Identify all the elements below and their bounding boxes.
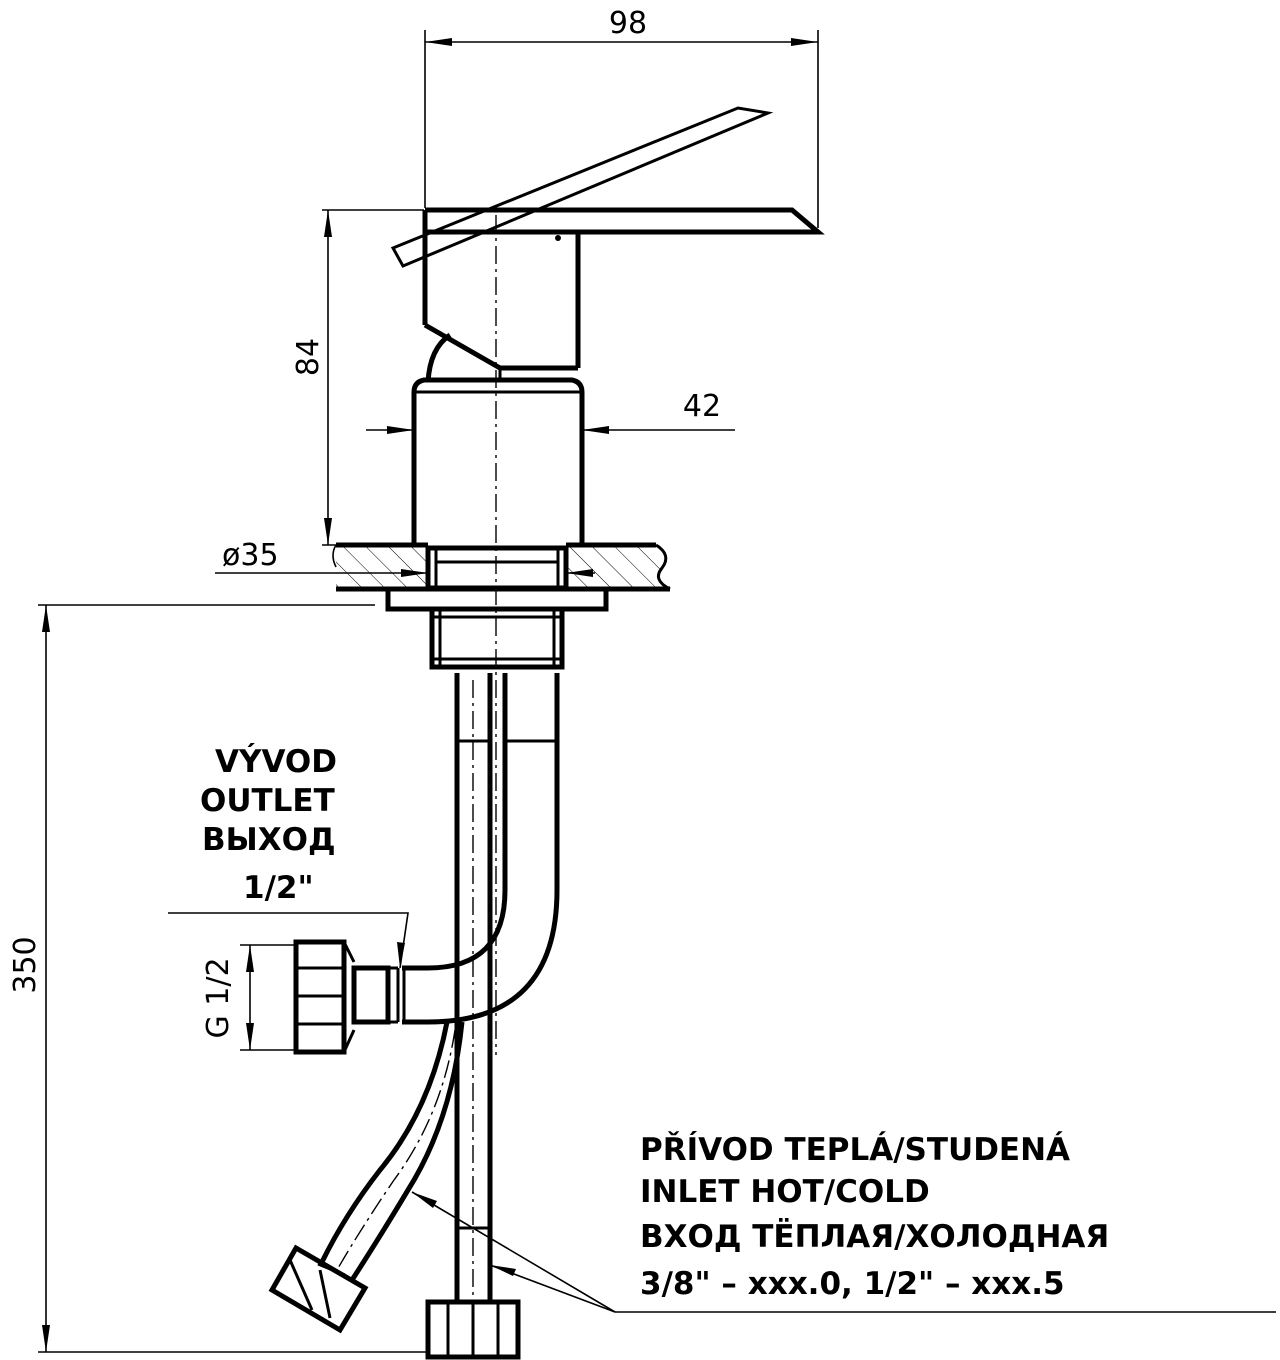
outlet-hose bbox=[396, 673, 560, 1025]
dimension-hose-length-label: 350 bbox=[8, 936, 43, 993]
dimension-width-label: 98 bbox=[609, 6, 647, 41]
inlet-nut-straight bbox=[425, 1299, 521, 1360]
dimension-thread: G 1/2 bbox=[201, 944, 296, 1051]
inlet-label-en: INLET HOT/COLD bbox=[640, 1174, 930, 1210]
countertop-section bbox=[332, 542, 671, 592]
mounting-nut bbox=[385, 586, 609, 670]
outlet-label-ru: ВЫХОД bbox=[202, 822, 336, 858]
outlet-callout: VÝVOD OUTLET ВЫХОД 1/2" bbox=[168, 743, 409, 969]
inlet-hose-straight bbox=[454, 673, 493, 1302]
dimension-body-diameter-label: 42 bbox=[683, 389, 721, 424]
dimension-width: 98 bbox=[424, 6, 819, 228]
inlet-callout: PŘÍVOD TEPLÁ/STUDENÁ INLET HOT/COLD ВХОД… bbox=[411, 1132, 1276, 1313]
outlet-label-en: OUTLET bbox=[200, 783, 335, 819]
lever-handle bbox=[390, 106, 774, 268]
inlet-hose-curved bbox=[268, 1021, 465, 1334]
faucet-body bbox=[411, 377, 585, 545]
dimension-body-diameter: 42 bbox=[366, 389, 735, 434]
outlet-fitting bbox=[293, 939, 398, 1055]
dimension-height-label: 84 bbox=[291, 338, 326, 376]
dimension-height: 84 bbox=[291, 209, 424, 546]
outlet-label-cz: VÝVOD bbox=[215, 743, 337, 780]
inlet-label-cz: PŘÍVOD TEPLÁ/STUDENÁ bbox=[640, 1132, 1070, 1168]
dimension-thread-label: G 1/2 bbox=[201, 957, 236, 1038]
dimension-hose-length: 350 bbox=[8, 604, 426, 1353]
dimension-hole-diameter: ø35 bbox=[215, 538, 595, 577]
outlet-label-size: 1/2" bbox=[243, 870, 314, 906]
dimension-hole-diameter-label: ø35 bbox=[222, 538, 279, 573]
faucet-head bbox=[422, 207, 825, 383]
inlet-label-sizes: 3/8" – xxx.0, 1/2" – xxx.5 bbox=[640, 1266, 1065, 1302]
inlet-label-ru: ВХОД ТЁПЛАЯ/ХОЛОДНАЯ bbox=[640, 1219, 1109, 1255]
